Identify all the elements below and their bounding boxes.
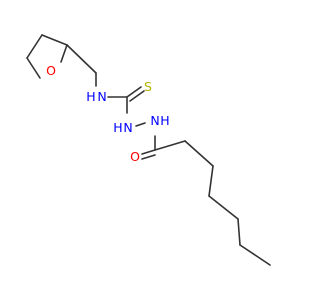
bond-ring-2 xyxy=(41,34,68,46)
molecule-structure: O N H S H N N H O xyxy=(26,34,271,266)
bond-ring-ch2 xyxy=(66,44,97,74)
atom-label-hydrazine-hydrogen-1: H xyxy=(113,120,122,135)
atom-label-ring-oxygen: O xyxy=(46,63,56,78)
bond-ring-1 xyxy=(26,34,43,59)
bond-c-s-1 xyxy=(126,86,142,98)
bond-chain-1 xyxy=(154,140,186,151)
bond-chain-4 xyxy=(208,195,239,220)
bond-c-o-2 xyxy=(141,154,156,160)
molecule-canvas: O N H S H N N H O xyxy=(26,34,271,266)
atom-label-hydrazine-nitrogen-1: N xyxy=(123,120,132,135)
atom-label-amine-nitrogen: N xyxy=(97,89,106,104)
bond-ring-3 xyxy=(60,44,68,63)
atom-label-carbonyl-oxygen: O xyxy=(130,149,140,164)
bond-c-o-1 xyxy=(141,149,156,155)
atom-label-thione-sulfur: S xyxy=(144,79,152,94)
atom-label-hydrazine-hydrogen-2: H xyxy=(160,113,169,128)
bond-n-n xyxy=(135,122,146,127)
atom-label-amine-hydrogen: H xyxy=(86,89,95,104)
bond-chain-3 xyxy=(208,165,214,197)
bond-chain-5 xyxy=(237,218,241,246)
bond-chain-6 xyxy=(239,244,271,266)
atom-label-hydrazine-nitrogen-2: N xyxy=(150,113,159,128)
bond-ring-4 xyxy=(26,57,41,79)
bond-c-s-2 xyxy=(129,90,145,102)
bond-chain-2 xyxy=(184,140,214,167)
